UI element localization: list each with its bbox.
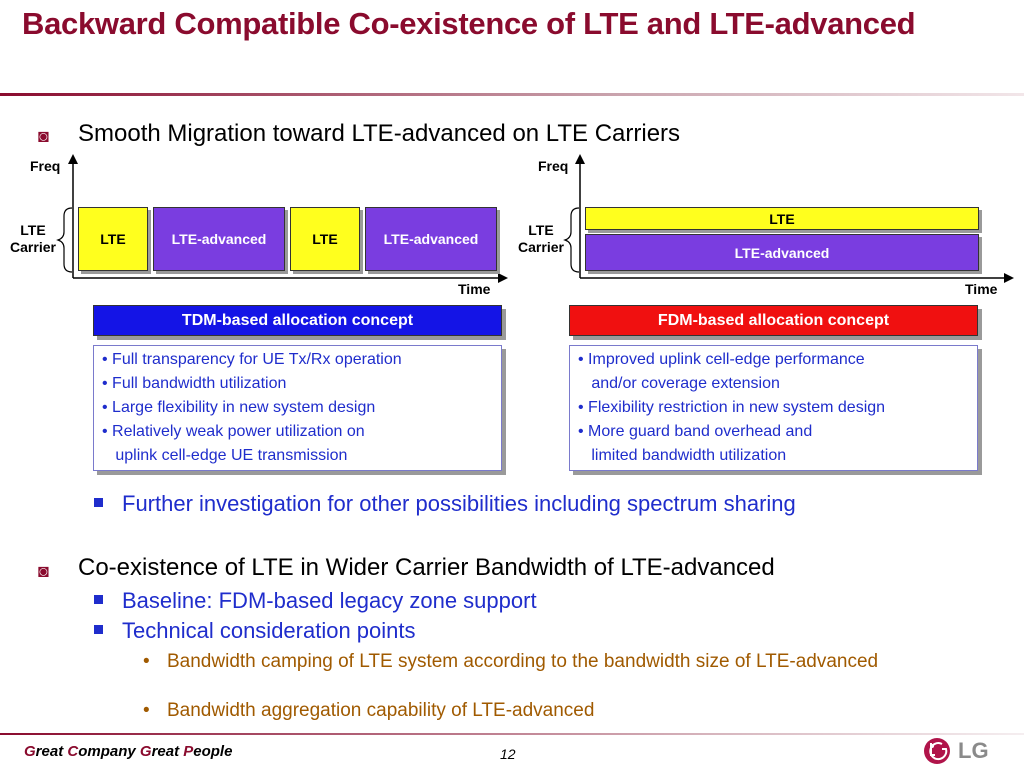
technical-points-text: Technical consideration points: [122, 618, 416, 643]
tdm-point: • Large flexibility in new system design: [102, 399, 376, 416]
slide-title: Backward Compatible Co-existence of LTE …: [22, 6, 916, 41]
fdm-points-box: • Improved uplink cell-edge performance …: [569, 345, 978, 471]
tdm-point: uplink cell-edge UE transmission: [102, 447, 348, 464]
fdm-point: • Flexibility restriction in new system …: [578, 399, 886, 416]
fdm-time-label: Time: [965, 281, 998, 297]
fdm-freq-label: Freq: [538, 158, 569, 174]
square-bullet-icon: [94, 595, 103, 604]
section-marker-icon: ◙: [38, 126, 49, 146]
section2-heading: Co-existence of LTE in Wider Carrier Ban…: [78, 554, 775, 581]
tdm-points-box: • Full transparency for UE Tx/Rx operati…: [93, 345, 502, 471]
dot-bullet-icon: •: [143, 700, 150, 721]
fdm-point: and/or coverage extension: [578, 375, 780, 392]
further-investigation-text: Further investigation for other possibil…: [122, 491, 796, 516]
square-bullet-icon: [94, 625, 103, 634]
tdm-point: • Full bandwidth utilization: [102, 375, 287, 392]
tdm-lte-block-2: LTE: [290, 207, 360, 271]
tdm-adv-block-1: LTE-advanced: [153, 207, 285, 271]
footer-slogan: Great Company Great People: [24, 743, 233, 760]
tdm-adv-block-2: LTE-advanced: [365, 207, 497, 271]
tdm-time-label: Time: [458, 281, 491, 297]
square-bullet-icon: [94, 498, 103, 507]
tdm-concept-label: TDM-based allocation concept: [93, 305, 502, 336]
tdm-freq-label: Freq: [30, 158, 61, 174]
dot-bullet-icon: •: [143, 651, 150, 672]
section-marker-icon: ◙: [38, 561, 49, 581]
lg-logo-icon: [924, 738, 950, 764]
fdm-lte-block: LTE: [585, 207, 979, 230]
footer-divider: [0, 733, 1024, 735]
tdm-carrier-label: LTE Carrier: [10, 222, 56, 255]
fdm-adv-block: LTE-advanced: [585, 234, 979, 271]
tdm-point: • Full transparency for UE Tx/Rx operati…: [102, 351, 402, 368]
fdm-point: • Improved uplink cell-edge performance: [578, 351, 865, 368]
fdm-carrier-label: LTE Carrier: [518, 222, 564, 255]
fdm-point: limited bandwidth utilization: [578, 447, 787, 464]
consideration-point: Bandwidth camping of LTE system accordin…: [167, 651, 879, 672]
tdm-point: • Relatively weak power utilization on: [102, 423, 365, 440]
baseline-text: Baseline: FDM-based legacy zone support: [122, 588, 537, 613]
logo-text: LG: [958, 738, 989, 763]
section1-heading: Smooth Migration toward LTE-advanced on …: [78, 120, 681, 147]
axes-diagram: [56, 154, 1014, 283]
consideration-point: Bandwidth aggregation capability of LTE-…: [167, 700, 595, 721]
tdm-lte-block-1: LTE: [78, 207, 148, 271]
fdm-point: • More guard band overhead and: [578, 423, 813, 440]
page-number: 12: [500, 746, 516, 762]
fdm-concept-label: FDM-based allocation concept: [569, 305, 978, 336]
title-divider: [0, 93, 1024, 96]
